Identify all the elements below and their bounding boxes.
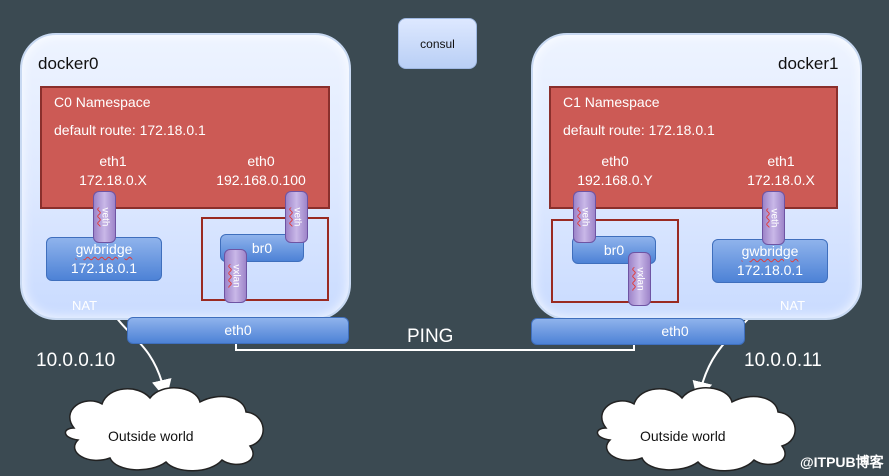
vxlan-pipe: vxlan [628,252,651,306]
veth-pipe-left: veth [573,191,596,243]
gwbridge-docker0: gwbridge 172.18.0.1 [46,237,162,281]
overlay-tunnel-box [551,219,679,303]
interface-ip: 192.168.0.100 [216,172,306,188]
interface-name: eth1 [767,153,795,169]
outside-world-right: Outside world [640,428,726,444]
consul-node: consul [398,18,477,69]
namespace-title: C0 Namespace [54,94,151,110]
eth0-label: eth0 [661,323,689,339]
gwbridge-docker1: gwbridge 172.18.0.1 [712,239,828,283]
vxlan-pipe: vxlan [224,249,247,303]
outside-world-left: Outside world [108,428,194,444]
eth0-label: eth0 [224,322,252,338]
namespace-route: default route: 172.18.0.1 [54,122,206,138]
gwbridge-ip: 172.18.0.1 [70,260,138,276]
gwbridge-ip: 172.18.0.1 [736,262,804,278]
interface-name: eth0 [247,153,275,169]
host-name-docker0: docker0 [38,54,99,73]
interface-name: eth1 [99,153,127,169]
gwbridge-label: gwbridge [741,243,799,259]
namespace-c1: C1 Namespace default route: 172.18.0.1 e… [549,86,838,209]
namespace-title: C1 Namespace [563,94,660,110]
veth-pipe-right: veth [762,191,785,245]
br0-label: br0 [603,242,625,258]
interface-ip: 172.18.0.X [79,172,147,188]
eth0-docker0: eth0 [127,317,349,344]
interface-name: eth0 [601,153,629,169]
cloud-left [64,387,264,472]
watermark: @ITPUB博客 [800,454,884,470]
nat-label: NAT [780,298,806,313]
consul-label: consul [420,36,455,51]
host-name-docker1: docker1 [778,54,839,73]
br0-label: br0 [251,240,273,256]
interface-ip: 192.168.0.Y [577,172,653,188]
namespace-route: default route: 172.18.0.1 [563,122,715,138]
namespace-c0: C0 Namespace default route: 172.18.0.1 e… [40,86,330,209]
interface-eth1: eth1 172.18.0.X [68,152,158,190]
interface-eth0: eth0 192.168.0.Y [563,152,667,190]
interface-eth0: eth0 192.168.0.100 [202,152,320,190]
nat-label: NAT [72,298,98,313]
interface-ip: 172.18.0.X [747,172,815,188]
eth0-docker1: eth0 [531,318,745,345]
veth-pipe-left: veth [93,191,116,243]
veth-pipe-right: veth [285,191,308,243]
host-ip-docker1: 10.0.0.11 [744,350,822,371]
interface-eth1: eth1 172.18.0.X [731,152,831,190]
ping-label: PING [407,326,454,347]
host-ip-docker0: 10.0.0.10 [36,350,116,371]
overlay-tunnel-box [201,217,329,301]
cloud-right [596,387,796,472]
gwbridge-label: gwbridge [75,241,133,257]
